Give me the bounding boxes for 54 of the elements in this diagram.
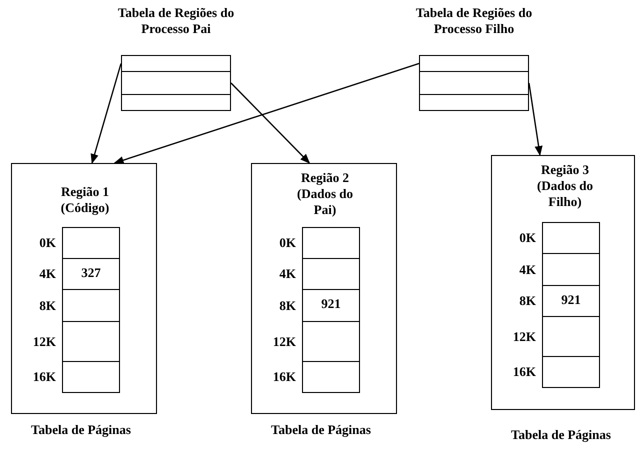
offset-label: 0K [278,235,296,251]
page-cell [542,222,600,254]
page-cell [542,253,600,286]
page-entry-value: 921 [320,295,342,312]
offset-label: 8K [38,298,56,314]
offset-label: 8K [278,298,296,314]
page-cell [302,361,360,393]
table-row [419,55,529,72]
table-row [419,71,529,95]
page-cell [542,356,600,388]
arrow [230,82,310,164]
table-row [121,55,231,72]
offset-label: 4K [518,262,536,278]
offset-label: 12K [272,334,296,350]
arrow [528,82,543,156]
table-heading: Tabela de Regiões do Processo Pai [116,5,236,37]
page-entry-value: 327 [80,264,102,281]
page-cell [62,321,120,362]
offset-label: 4K [278,266,296,282]
arrow [114,62,420,164]
table-caption: Tabela de Páginas [510,427,612,443]
table-caption: Tabela de Páginas [30,422,132,438]
arrow [90,63,122,164]
offset-label: 0K [518,230,536,246]
region-title: Região 2 (Dados do Pai) [296,170,354,218]
page-table-frame [491,155,635,410]
table-row [419,94,529,111]
table-row [121,71,231,95]
page-cell [302,258,360,290]
page-cell [302,289,360,322]
offset-label: 12K [32,334,56,350]
offset-label: 8K [518,293,536,309]
region-title: Região 3 (Dados do Filho) [536,162,594,210]
page-cell [62,289,120,322]
table-row [121,94,231,111]
page-cell [542,285,600,317]
offset-label: 12K [512,328,536,344]
page-cell [302,227,360,259]
offset-label: 4K [38,266,56,282]
page-cell [302,321,360,362]
offset-label: 16K [32,369,56,385]
page-cell [542,316,600,357]
page-cell [62,258,120,290]
offset-label: 16K [272,369,296,385]
page-table-frame [251,163,397,414]
page-table-frame [11,163,157,414]
offset-label: 0K [38,235,56,251]
page-cell [62,361,120,393]
page-entry-value: 921 [560,291,582,308]
page-cell [62,227,120,259]
offset-label: 16K [512,364,536,380]
region-title: Região 1 (Código) [60,184,110,216]
table-heading: Tabela de Regiões do Processo Filho [414,5,534,37]
table-caption: Tabela de Páginas [270,422,372,438]
